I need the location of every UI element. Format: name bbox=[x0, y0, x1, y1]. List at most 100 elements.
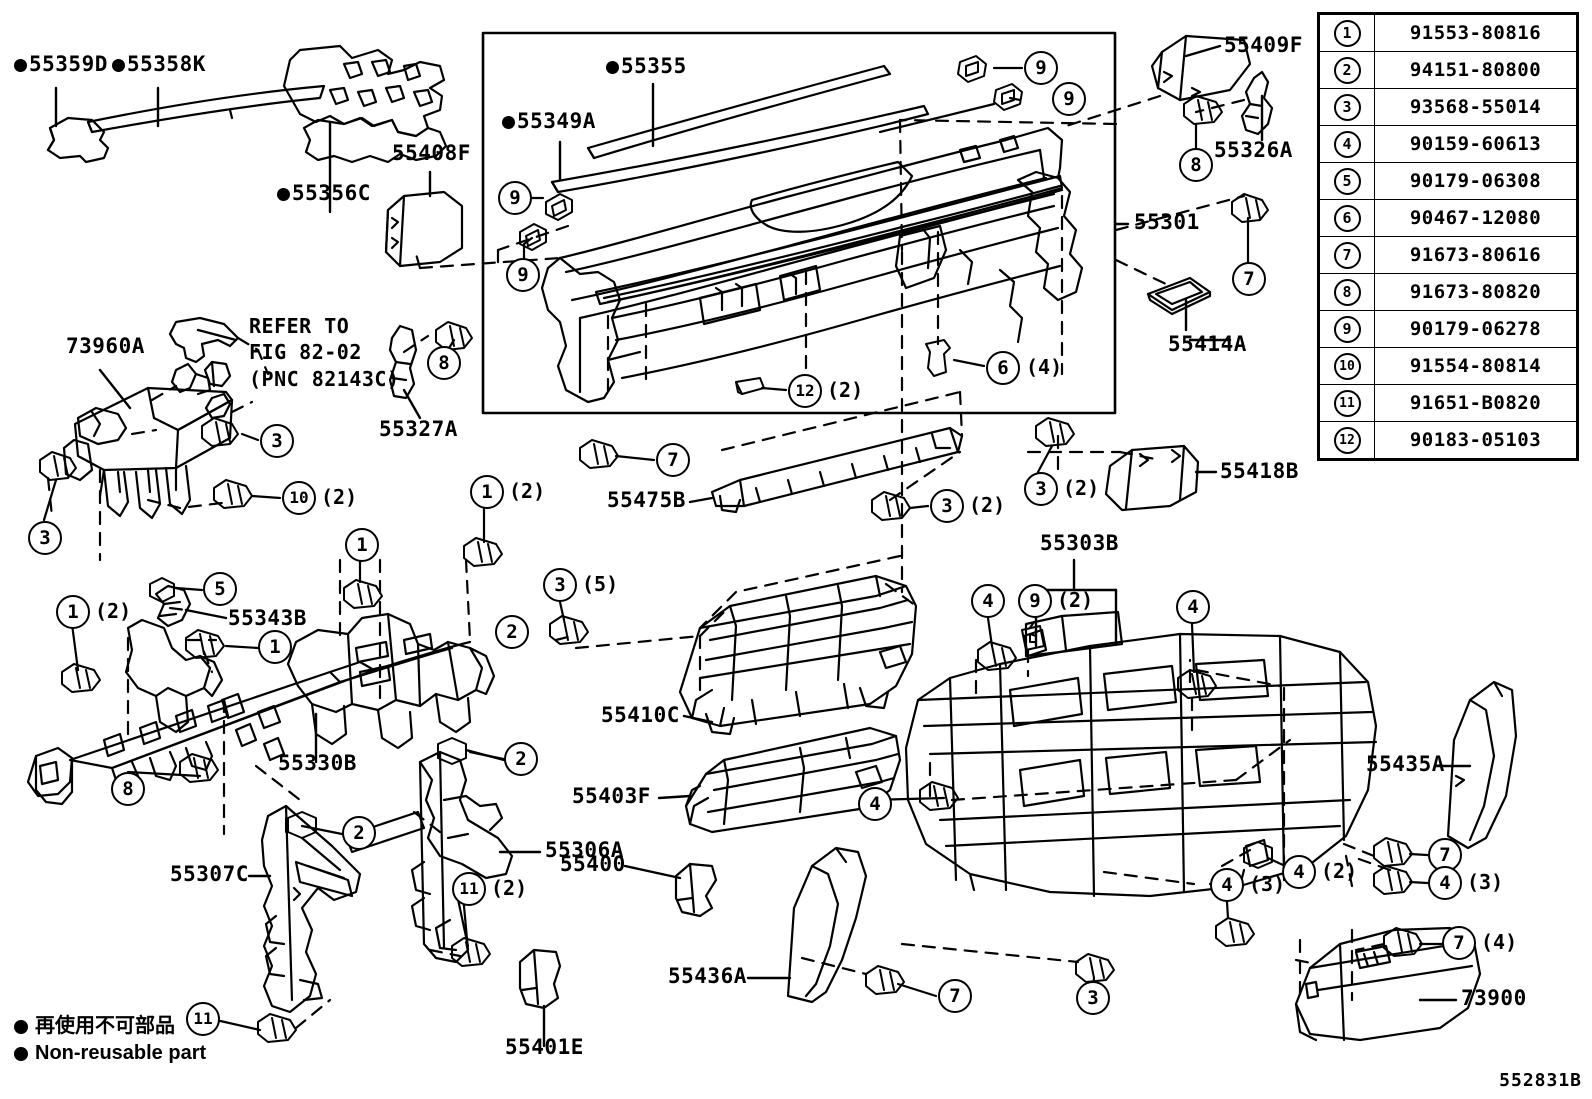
callout-9[interactable]: 9 bbox=[1024, 51, 1058, 85]
callout-11[interactable]: 11 bbox=[452, 872, 486, 906]
callout-1[interactable]: 1 bbox=[258, 630, 292, 664]
parts-table-index-cell: 9 bbox=[1318, 310, 1375, 348]
callout-11[interactable]: 11 bbox=[186, 1002, 220, 1036]
callout-4[interactable]: 4 bbox=[858, 787, 892, 821]
parts-table-number-cell: 90159-60613 bbox=[1374, 125, 1578, 163]
non-reusable-dot-icon bbox=[14, 1020, 28, 1034]
part-label-55330B: 55330B bbox=[278, 751, 357, 775]
part-label-55355: 55355 bbox=[606, 56, 687, 77]
callout-7[interactable]: 7 bbox=[1232, 262, 1266, 296]
callout-9[interactable]: 9 bbox=[1052, 82, 1086, 116]
callout-3[interactable]: 3 bbox=[543, 568, 577, 602]
callout-1[interactable]: 1 bbox=[56, 595, 90, 629]
circle-index-icon: 6 bbox=[1333, 204, 1361, 232]
parts-table-number-cell: 91673-80820 bbox=[1374, 273, 1578, 311]
callout-2[interactable]: 2 bbox=[495, 615, 529, 649]
legend: 再使用不可部品 Non-reusable part bbox=[14, 1013, 206, 1067]
parts-table-index-cell: 8 bbox=[1318, 273, 1375, 311]
callout-7[interactable]: 7 bbox=[656, 443, 690, 477]
callout-2[interactable]: 2 bbox=[342, 816, 376, 850]
callout-10[interactable]: 10 bbox=[282, 481, 316, 515]
callout-4-qty: (2) bbox=[1321, 859, 1358, 883]
part-label-55326A: 55326A bbox=[1214, 138, 1293, 162]
callout-9[interactable]: 9 bbox=[1018, 584, 1052, 618]
callout-4-qty: (3) bbox=[1467, 870, 1504, 894]
parts-table-number-cell: 90179-06308 bbox=[1374, 162, 1578, 200]
callout-6[interactable]: 6 bbox=[986, 351, 1020, 385]
part-label-55343B: 55343B bbox=[228, 606, 307, 630]
part-label-55356C: 55356C bbox=[277, 183, 371, 204]
callout-12[interactable]: 12 bbox=[788, 374, 822, 408]
non-reusable-dot-icon bbox=[277, 188, 290, 201]
parts-table-index-cell: 4 bbox=[1318, 125, 1375, 163]
callout-4[interactable]: 4 bbox=[1210, 868, 1244, 902]
callout-4[interactable]: 4 bbox=[1428, 866, 1462, 900]
circle-index-icon: 4 bbox=[1333, 130, 1361, 158]
callout-3[interactable]: 3 bbox=[260, 424, 294, 458]
callout-9-qty: (2) bbox=[1057, 588, 1094, 612]
callout-1[interactable]: 1 bbox=[345, 528, 379, 562]
part-label-55306A: 55306A bbox=[545, 838, 624, 862]
part-label-55475B: 55475B bbox=[607, 488, 686, 512]
callout-2[interactable]: 2 bbox=[504, 742, 538, 776]
callout-3[interactable]: 3 bbox=[930, 489, 964, 523]
table-row[interactable]: 5 90179-06308 bbox=[1318, 162, 1578, 200]
table-row[interactable]: 1 91553-80816 bbox=[1318, 13, 1578, 52]
part-label-55401E: 55401E bbox=[505, 1035, 584, 1059]
callout-9[interactable]: 9 bbox=[506, 258, 540, 292]
part-label-55358K: 55358K bbox=[112, 54, 206, 75]
parts-table-number-cell: 91651-B0820 bbox=[1374, 384, 1578, 422]
callout-4[interactable]: 4 bbox=[971, 584, 1005, 618]
part-label-55327A: 55327A bbox=[379, 417, 458, 441]
part-label-55301: 55301 bbox=[1134, 210, 1200, 234]
circle-index-icon: 10 bbox=[1333, 352, 1361, 380]
parts-table-index-cell: 12 bbox=[1318, 421, 1375, 460]
part-label-55409F: 55409F bbox=[1224, 33, 1303, 57]
part-label-55414A: 55414A bbox=[1168, 332, 1247, 356]
part-label-55408F: 55408F bbox=[392, 141, 471, 165]
non-reusable-dot-icon bbox=[606, 61, 619, 74]
callout-10-qty: (2) bbox=[321, 485, 358, 509]
callout-8[interactable]: 8 bbox=[1179, 148, 1213, 182]
callout-8[interactable]: 8 bbox=[111, 772, 145, 806]
callout-1[interactable]: 1 bbox=[470, 475, 504, 509]
part-label-55303B: 55303B bbox=[1040, 531, 1119, 555]
callout-4[interactable]: 4 bbox=[1176, 590, 1210, 624]
parts-table-index-cell: 1 bbox=[1318, 13, 1375, 52]
callout-5[interactable]: 5 bbox=[203, 572, 237, 606]
parts-table-number-cell: 91553-80816 bbox=[1374, 13, 1578, 52]
part-label-55435A: 55435A bbox=[1366, 752, 1445, 776]
callout-1-qty: (2) bbox=[95, 599, 132, 623]
parts-table-index-cell: 3 bbox=[1318, 88, 1375, 126]
callout-3-qty: (5) bbox=[582, 572, 619, 596]
callout-4[interactable]: 4 bbox=[1282, 855, 1316, 889]
circle-index-icon: 12 bbox=[1333, 426, 1361, 454]
circle-index-icon: 1 bbox=[1333, 19, 1361, 47]
table-row[interactable]: 4 90159-60613 bbox=[1318, 125, 1578, 163]
callout-3-qty: (2) bbox=[969, 493, 1006, 517]
callout-9[interactable]: 9 bbox=[498, 181, 532, 215]
parts-table-number-cell: 91673-80616 bbox=[1374, 236, 1578, 274]
callout-1-qty: (2) bbox=[509, 479, 546, 503]
callout-3[interactable]: 3 bbox=[1076, 981, 1110, 1015]
parts-table-index-cell: 10 bbox=[1318, 347, 1375, 385]
part-label-55307C: 55307C bbox=[170, 862, 249, 886]
callout-7[interactable]: 7 bbox=[938, 979, 972, 1013]
callout-3[interactable]: 3 bbox=[28, 521, 62, 555]
part-label-55349A: 55349A bbox=[502, 111, 596, 132]
circle-index-icon: 5 bbox=[1333, 167, 1361, 195]
callout-3[interactable]: 3 bbox=[1024, 472, 1058, 506]
callout-8[interactable]: 8 bbox=[427, 346, 461, 380]
callout-7[interactable]: 7 bbox=[1442, 926, 1476, 960]
